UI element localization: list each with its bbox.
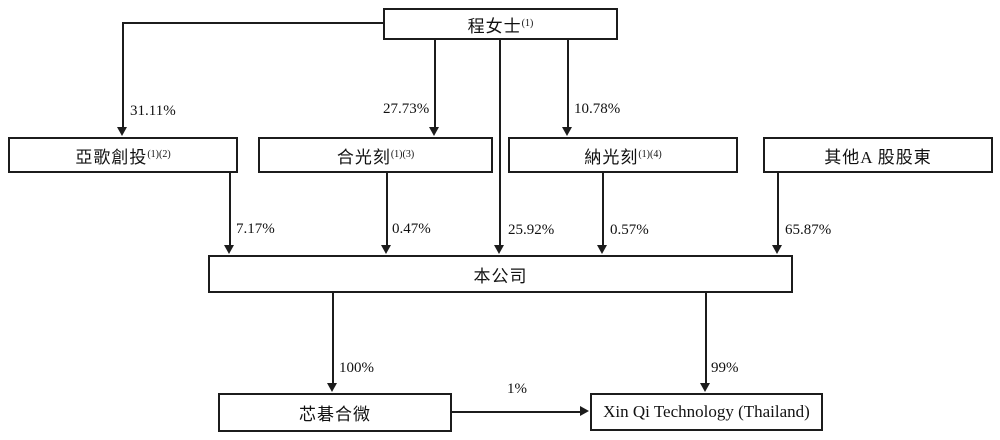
node-naguangke: 納光刻(1)(4) — [508, 137, 738, 173]
node-yage-superscript: (1)(2) — [147, 148, 171, 160]
node-xinqi-thailand-label: Xin Qi Technology (Thailand) — [603, 402, 810, 421]
node-xinqi-hewei: 芯碁合微 — [218, 393, 452, 432]
edge-label-othera-to-company: 65.87% — [785, 222, 832, 238]
connector-company-to-hewei — [332, 293, 334, 384]
connector-heguangke-to-company — [386, 173, 388, 246]
arrowhead-othera-into-company — [772, 245, 782, 254]
node-ms-cheng: 程女士(1) — [383, 8, 618, 40]
node-ms-cheng-label: 程女士 — [467, 16, 522, 36]
edge-label-cheng-to-heguangke: 27.73% — [383, 101, 430, 117]
connector-cheng-to-naguangke — [567, 40, 569, 128]
arrowhead-into-hewei — [327, 383, 337, 392]
node-heguangke: 合光刻(1)(3) — [258, 137, 493, 173]
edge-label-cheng-to-yage: 31.11% — [130, 103, 176, 119]
node-other-a-label: 其他A 股股東 — [824, 147, 932, 167]
node-naguangke-superscript: (1)(4) — [638, 148, 662, 160]
node-heguangke-label: 合光刻 — [336, 147, 391, 167]
edge-label-cheng-to-company: 25.92% — [508, 222, 555, 238]
connector-yage-to-company — [229, 173, 231, 246]
node-the-company: 本公司 — [208, 255, 793, 293]
arrowhead-into-naguangke — [562, 127, 572, 136]
edge-label-naguangke-to-company: 0.57% — [610, 222, 649, 238]
connector-cheng-to-yage-vertical — [122, 22, 124, 128]
connector-cheng-to-yage-horizontal — [123, 22, 383, 24]
connector-cheng-to-heguangke — [434, 40, 436, 128]
edge-label-yage-to-company: 7.17% — [236, 221, 275, 237]
edge-label-heguangke-to-company: 0.47% — [392, 221, 431, 237]
connector-hewei-to-thailand — [452, 411, 581, 413]
edge-label-cheng-to-naguangke: 10.78% — [574, 101, 621, 117]
edge-label-company-to-thailand: 99% — [711, 360, 739, 376]
arrowhead-into-yage — [117, 127, 127, 136]
arrowhead-yage-into-company — [224, 245, 234, 254]
node-heguangke-superscript: (1)(3) — [390, 148, 415, 160]
connector-naguangke-to-company — [602, 173, 604, 246]
node-xinqi-thailand: Xin Qi Technology (Thailand) — [590, 393, 823, 431]
edge-label-company-to-hewei: 100% — [339, 360, 374, 376]
node-naguangke-label: 納光刻 — [584, 147, 639, 167]
node-other-a-shareholders: 其他A 股股東 — [763, 137, 993, 173]
arrowhead-cheng-into-company — [494, 245, 504, 254]
connector-cheng-to-company — [499, 40, 501, 246]
node-yage-label: 亞歌創投 — [75, 147, 148, 167]
arrowhead-into-thailand — [700, 383, 710, 392]
node-xinqi-hewei-label: 芯碁合微 — [299, 405, 371, 424]
arrowhead-naguangke-into-company — [597, 245, 607, 254]
arrowhead-hewei-into-thailand — [580, 406, 589, 416]
connector-company-to-thailand — [705, 293, 707, 384]
edge-label-hewei-to-thailand: 1% — [507, 381, 527, 397]
node-ms-cheng-superscript: (1) — [521, 17, 534, 29]
node-yage-chuangtou: 亞歌創投(1)(2) — [8, 137, 238, 173]
connector-othera-to-company — [777, 173, 779, 246]
arrowhead-into-heguangke — [429, 127, 439, 136]
arrowhead-heguangke-into-company — [381, 245, 391, 254]
node-the-company-label: 本公司 — [473, 266, 528, 286]
